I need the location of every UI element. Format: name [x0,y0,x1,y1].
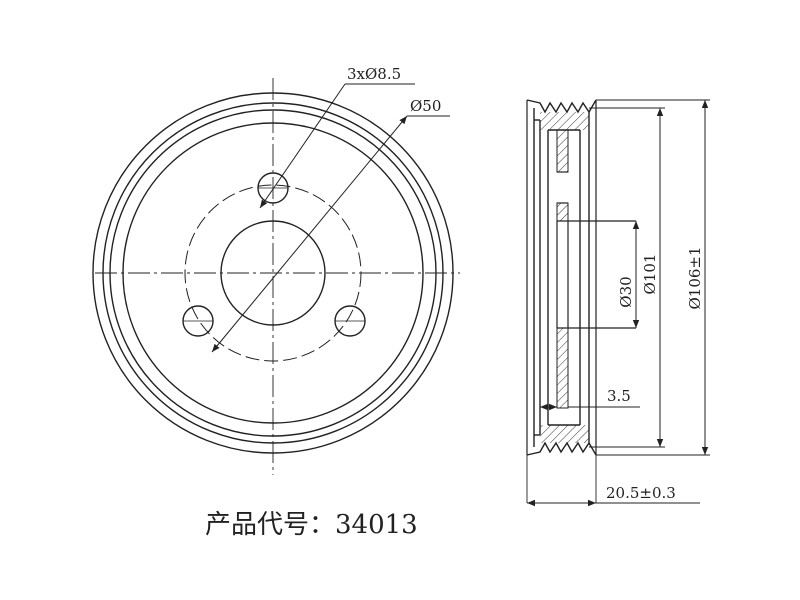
bore-dimension-text: Ø30 [617,276,635,307]
hole-callout-text: 3xØ8.5 [347,65,401,83]
web-section-lower [556,327,569,409]
side-view-bore-lines [556,171,636,329]
rim-inner-circle-1 [102,102,444,444]
bottom-groove-profile [526,441,597,456]
hub-dimension-text: Ø101 [641,254,659,295]
front-view [92,78,460,475]
product-code-label: 产品代号： [205,510,336,540]
product-code-value: 34013 [335,510,418,540]
product-code: 产品代号：34013 [205,504,418,541]
outer-rim-circle [92,92,454,454]
bolt-circle-callout-text: Ø50 [410,97,441,115]
side-view [526,99,597,456]
rim-inner-circle-2 [109,109,437,437]
bolt-circle-dimension-line [211,115,408,353]
dimension-extension-lines [526,99,710,503]
groove-section-top [540,112,589,130]
web-section-upper [556,129,569,173]
outer-dimension-text: Ø106±1 [686,246,704,309]
top-groove-profile [526,99,597,114]
web-section-upper-2 [556,202,569,222]
wall-dimension-text: 3.5 [607,387,631,405]
groove-section-bottom [540,425,589,443]
width-dimension-text: 20.5±0.3 [606,484,676,502]
